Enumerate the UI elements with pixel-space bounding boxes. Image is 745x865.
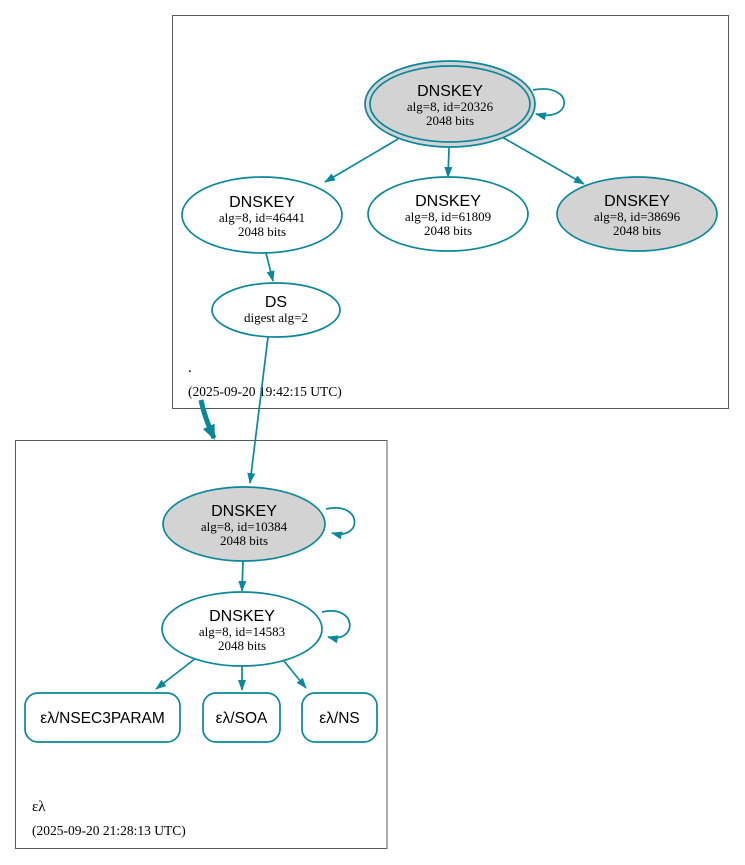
edge-root-zone-to-el-zone	[198, 399, 217, 440]
edge-key10384-selfloop	[325, 507, 356, 540]
node-dnskey-14583[interactable]: DNSKEY alg=8, id=14583 2048 bits	[161, 591, 323, 667]
edge-ksk20326-selfloop	[532, 88, 565, 121]
root-zone-timestamp: (2025-09-20 19:42:15 UTC)	[188, 384, 342, 399]
root-zone-label: .	[188, 360, 192, 376]
node-dnskey-38696-detail: alg=8, id=38696	[594, 209, 681, 224]
node-dnskey-38696-title: DNSKEY	[604, 193, 670, 210]
node-rrset-nsec3param-label: ελ/NSEC3PARAM	[40, 710, 165, 727]
node-dnskey-20326-detail: alg=8, id=20326	[407, 99, 494, 114]
node-dnskey-20326-bits: 2048 bits	[426, 113, 474, 128]
el-zone-timestamp: (2025-09-20 21:28:13 UTC)	[32, 823, 186, 838]
node-dnskey-46441-bits: 2048 bits	[238, 224, 286, 239]
edge-key14583-to-nsec3param	[155, 657, 197, 690]
node-dnskey-14583-detail: alg=8, id=14583	[199, 624, 285, 639]
el-zone-label: ελ	[32, 799, 46, 815]
edge-ds-to-key10384	[247, 336, 269, 484]
edge-ksk20326-to-key61809	[444, 147, 453, 178]
node-ds-title: DS	[265, 294, 287, 311]
node-dnskey-10384-title: DNSKEY	[211, 503, 277, 520]
edge-key46441-to-ds	[265, 252, 275, 282]
node-dnskey-61809[interactable]: DNSKEY alg=8, id=61809 2048 bits	[367, 176, 529, 252]
edge-key14583-to-ns	[283, 660, 307, 689]
node-dnskey-10384[interactable]: DNSKEY alg=8, id=10384 2048 bits	[162, 486, 326, 562]
node-dnskey-38696[interactable]: DNSKEY alg=8, id=38696 2048 bits	[556, 176, 718, 252]
node-rrset-ns-label: ελ/NS	[319, 710, 360, 727]
node-ds[interactable]: DS digest alg=2	[211, 282, 341, 338]
node-dnskey-61809-bits: 2048 bits	[424, 223, 472, 238]
node-dnskey-20326-title: DNSKEY	[417, 83, 483, 100]
edge-ksk20326-to-key38696	[501, 136, 585, 185]
node-dnskey-46441-detail: alg=8, id=46441	[219, 210, 305, 225]
node-rrset-nsec3param[interactable]: ελ/NSEC3PARAM	[24, 692, 181, 743]
edge-ksk20326-to-key46441	[324, 138, 399, 183]
node-dnskey-38696-bits: 2048 bits	[613, 223, 661, 238]
node-rrset-ns[interactable]: ελ/NS	[301, 692, 378, 743]
node-dnskey-14583-title: DNSKEY	[209, 608, 275, 625]
edge-key14583-selfloop	[321, 610, 351, 644]
node-ds-detail: digest alg=2	[244, 310, 308, 325]
node-dnskey-20326-ksk[interactable]: DNSKEY alg=8, id=20326 2048 bits	[364, 60, 536, 148]
node-rrset-soa[interactable]: ελ/SOA	[202, 692, 281, 743]
edge-key10384-to-key14583	[238, 560, 247, 592]
node-dnskey-46441[interactable]: DNSKEY alg=8, id=46441 2048 bits	[181, 176, 343, 254]
node-dnskey-46441-title: DNSKEY	[229, 194, 295, 211]
node-dnskey-10384-detail: alg=8, id=10384	[201, 519, 288, 534]
node-dnskey-61809-title: DNSKEY	[415, 193, 481, 210]
node-rrset-soa-label: ελ/SOA	[216, 710, 268, 727]
node-dnskey-10384-bits: 2048 bits	[220, 533, 268, 548]
node-dnskey-14583-bits: 2048 bits	[218, 638, 266, 653]
node-dnskey-61809-detail: alg=8, id=61809	[405, 209, 491, 224]
